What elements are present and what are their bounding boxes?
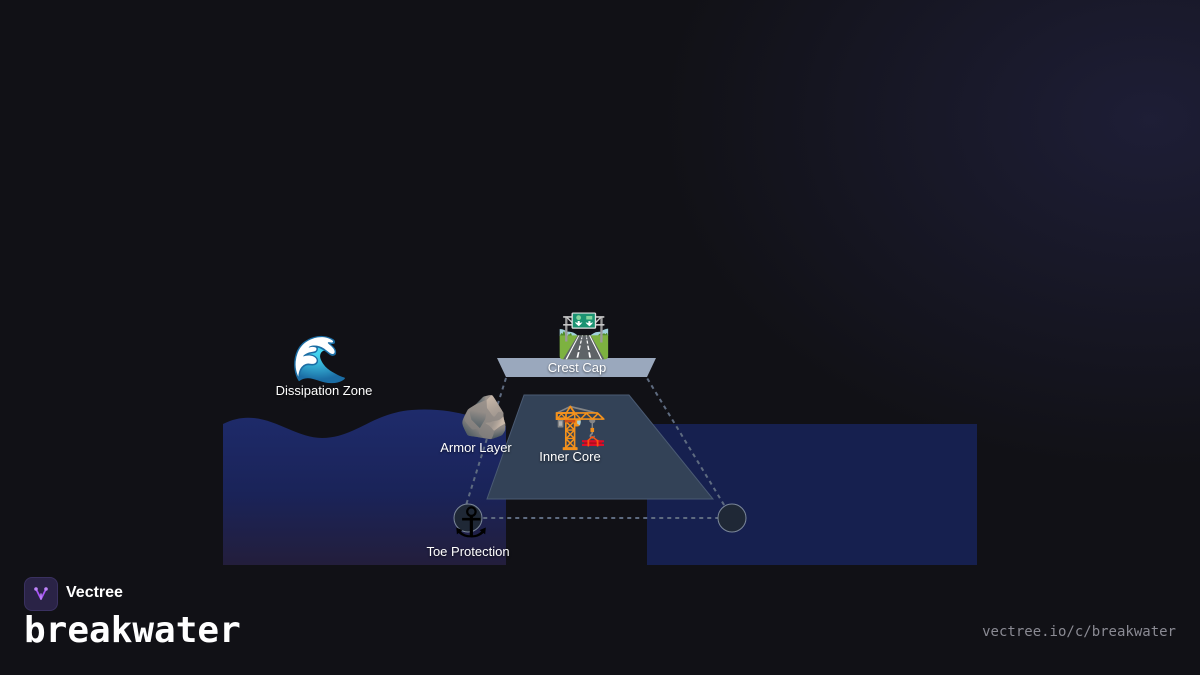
rock-icon: 🪨 (458, 392, 512, 441)
vectree-logo-icon (24, 577, 58, 611)
brand-name: Vectree (66, 584, 123, 601)
anchor-icon: ⚓ (452, 498, 490, 547)
water-wave-icon: 🌊 (291, 332, 349, 386)
toe-protection-label: Toe Protection (426, 544, 510, 559)
seaward-water (223, 409, 506, 565)
page-title: breakwater (24, 610, 241, 651)
construction-crane-icon: 🏗️ (552, 401, 608, 452)
motorway-icon: 🛣️ (556, 310, 612, 361)
inner-core-label: Inner Core (539, 449, 601, 464)
inner-core-shape (486, 394, 715, 500)
crest-cap-shape (497, 358, 656, 377)
armor-layer-outline (460, 377, 734, 519)
page-url[interactable]: vectree.io/c/breakwater (982, 624, 1176, 640)
toe-protection-node (453, 503, 483, 533)
dissipation-zone-label: Dissipation Zone (275, 383, 373, 398)
crest-cap-label: Crest Cap (547, 360, 607, 375)
harbor-toe-node (717, 503, 747, 533)
armor-layer-label: Armor Layer (440, 440, 512, 455)
